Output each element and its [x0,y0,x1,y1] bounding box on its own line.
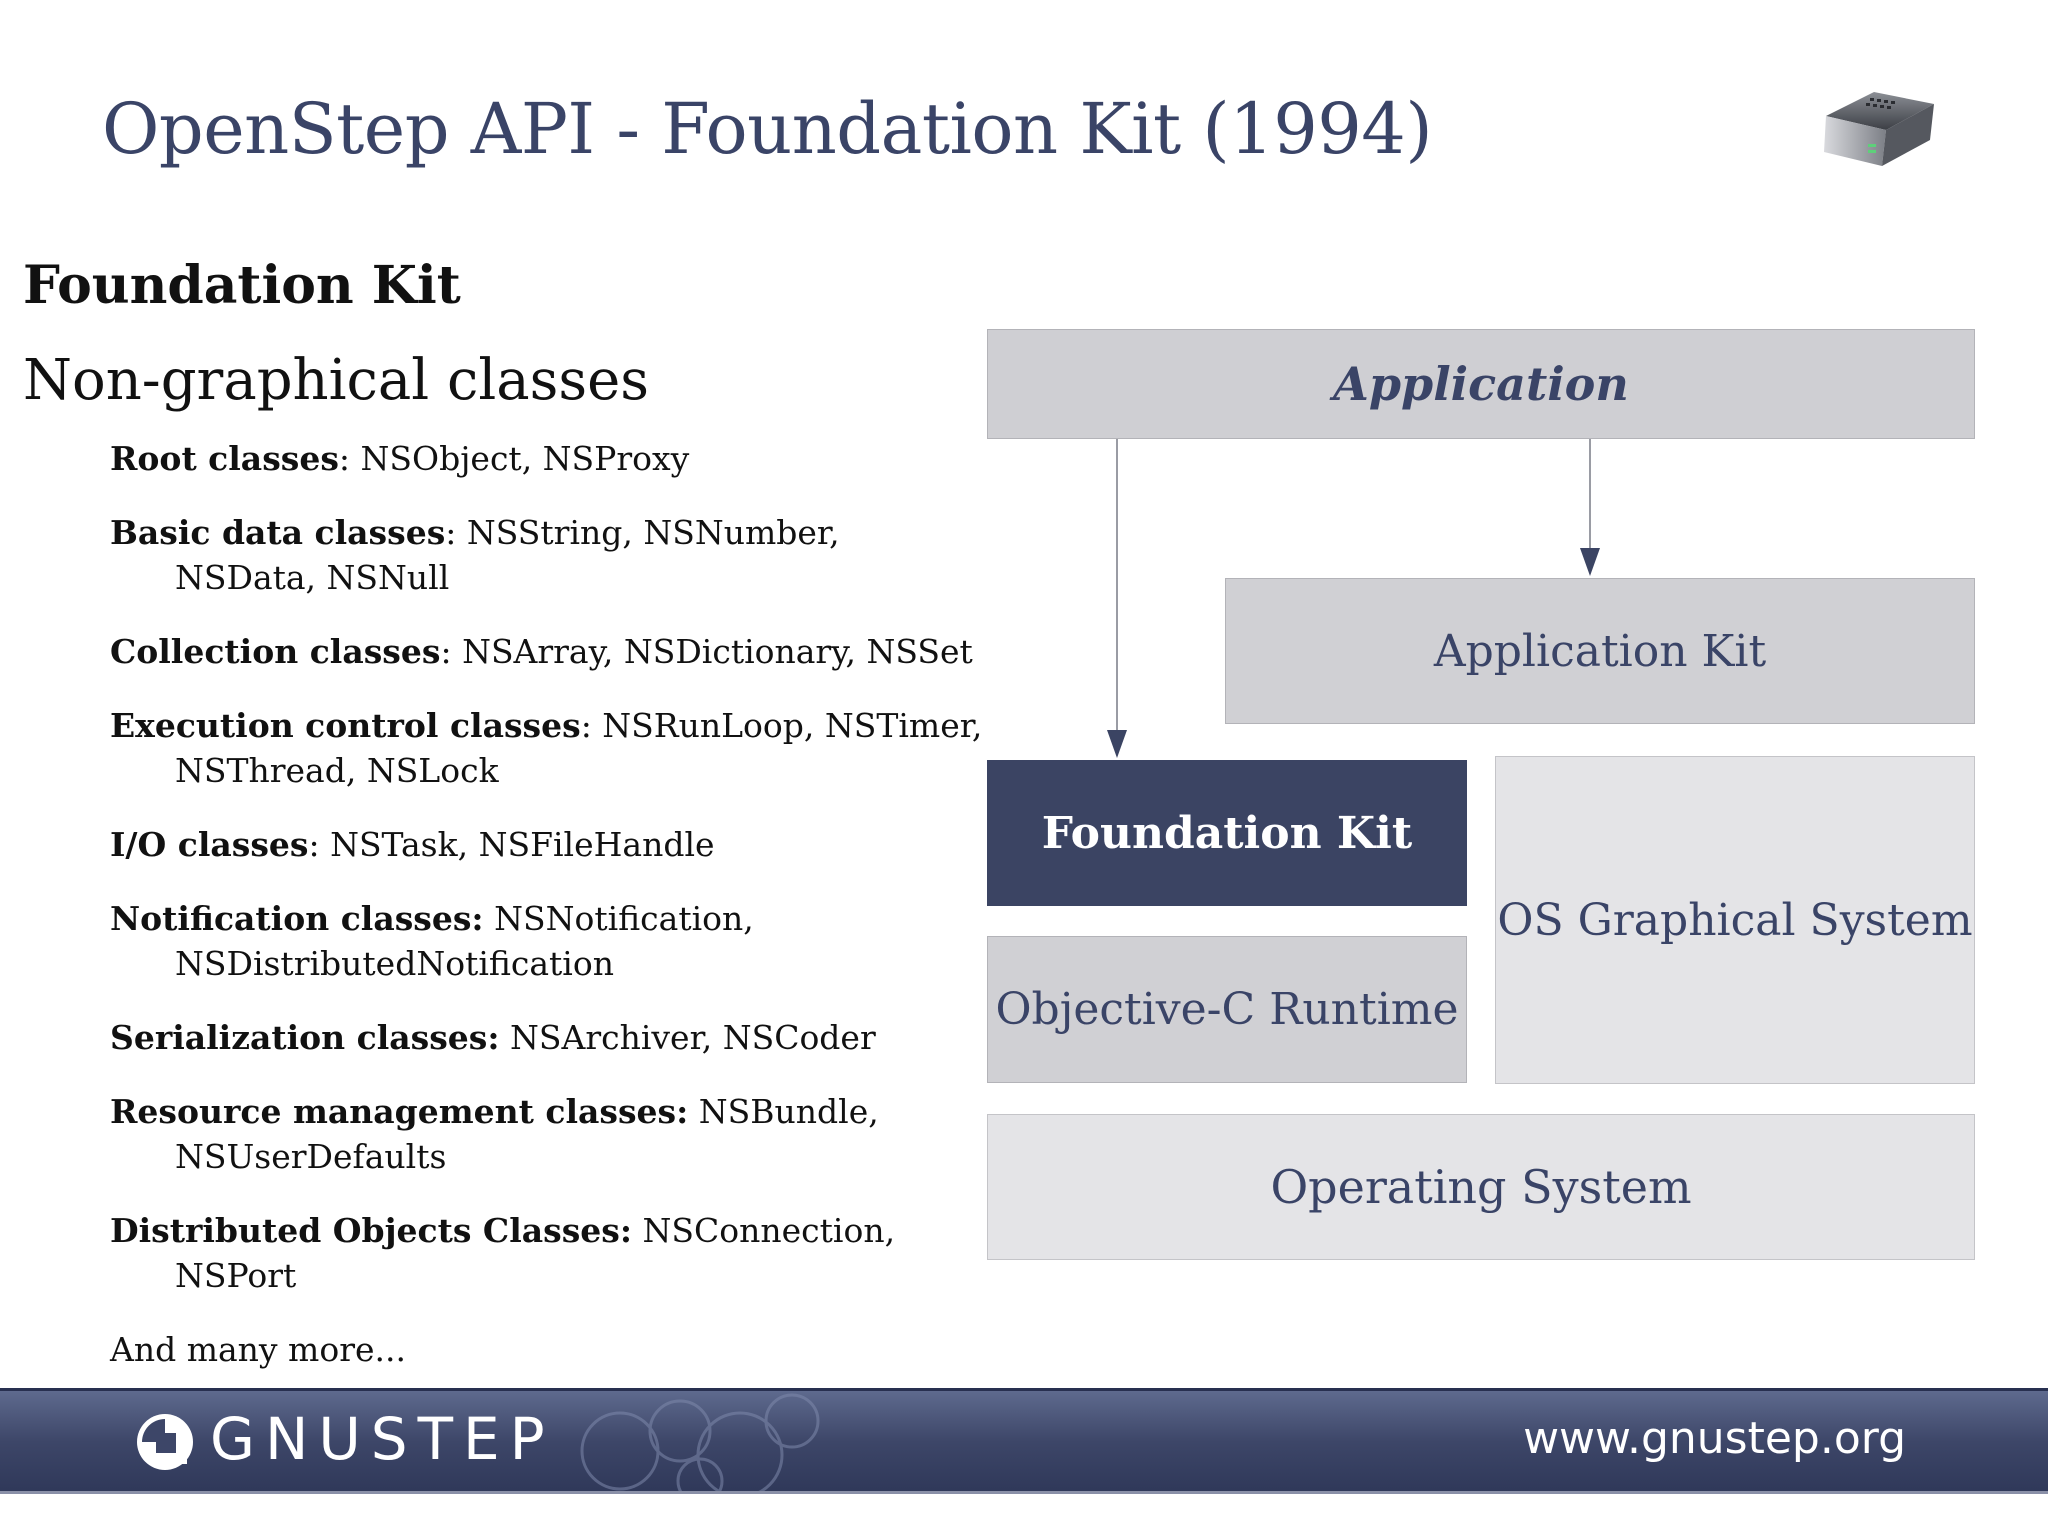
gnustep-brand: GNUSTEP [210,1405,555,1473]
list-item: Serialization classes: NSArchiver, NSCod… [110,1015,990,1060]
slide-title: OpenStep API - Foundation Kit (1994) [102,88,1433,170]
class-list: Root classes: NSObject, NSProxy Basic da… [110,436,990,1401]
item-sep: : [338,439,361,478]
item-label: Notification classes: [110,899,484,938]
application-box: Application [987,329,1975,439]
item-sep: : [440,632,463,671]
item-sep: : [308,825,331,864]
section-subheading: Non-graphical classes [23,348,650,413]
list-item: Basic data classes: NSString, NSNumber, … [110,510,990,600]
item-label: Resource management classes: [110,1092,689,1131]
list-item: Root classes: NSObject, NSProxy [110,436,990,481]
item-value: NSArray, NSDictionary, NSSet [462,632,973,671]
item-label: Collection classes [110,632,441,671]
list-item: Distributed Objects Classes: NSConnectio… [110,1208,990,1298]
item-value: NSBundle, NSUserDefaults [175,1092,879,1176]
operating-system-box: Operating System [987,1114,1975,1260]
more-text: And many more... [110,1330,406,1369]
section-heading: Foundation Kit [23,255,461,316]
item-value: NSObject, NSProxy [360,439,690,478]
item-value: NSString, NSNumber, NSData, NSNull [175,513,840,597]
item-label: Serialization classes: [110,1018,500,1057]
objc-runtime-box: Objective-C Runtime [987,936,1467,1083]
list-item: Collection classes: NSArray, NSDictionar… [110,629,990,674]
list-item: Execution control classes: NSRunLoop, NS… [110,703,990,793]
arrowhead-foundation [1107,730,1127,758]
item-value: NSNotification, NSDistributedNotificatio… [175,899,754,983]
item-sep: : [580,706,603,745]
list-item: Resource management classes: NSBundle, N… [110,1089,990,1179]
item-label: Distributed Objects Classes: [110,1211,633,1250]
swirl-decoration-icon [580,1393,820,1493]
item-label: Basic data classes [110,513,446,552]
foundation-kit-box: Foundation Kit [987,760,1467,906]
computer-icon [1824,92,1934,166]
list-item: Notification classes: NSNotification, NS… [110,896,990,986]
item-label: I/O classes [110,825,309,864]
item-value: NSTask, NSFileHandle [330,825,715,864]
list-item: I/O classes: NSTask, NSFileHandle [110,822,990,867]
item-label: Execution control classes [110,706,581,745]
os-graphical-system-box: OS Graphical System [1495,756,1975,1084]
application-kit-box: Application Kit [1225,578,1975,724]
arrowhead-appkit [1580,548,1600,576]
item-value: NSRunLoop, NSTimer, NSThread, NSLock [175,706,983,790]
gnustep-logo-icon [137,1414,193,1470]
footer-divider [0,1491,2048,1494]
item-value: NSArchiver, NSCoder [510,1018,876,1057]
item-value: NSConnection, NSPort [175,1211,896,1295]
footer-bar: GNUSTEP www.gnustep.org [0,1388,2048,1493]
footer-url[interactable]: www.gnustep.org [1523,1413,1906,1464]
item-label: Root classes [110,439,339,478]
item-sep: : [445,513,467,552]
